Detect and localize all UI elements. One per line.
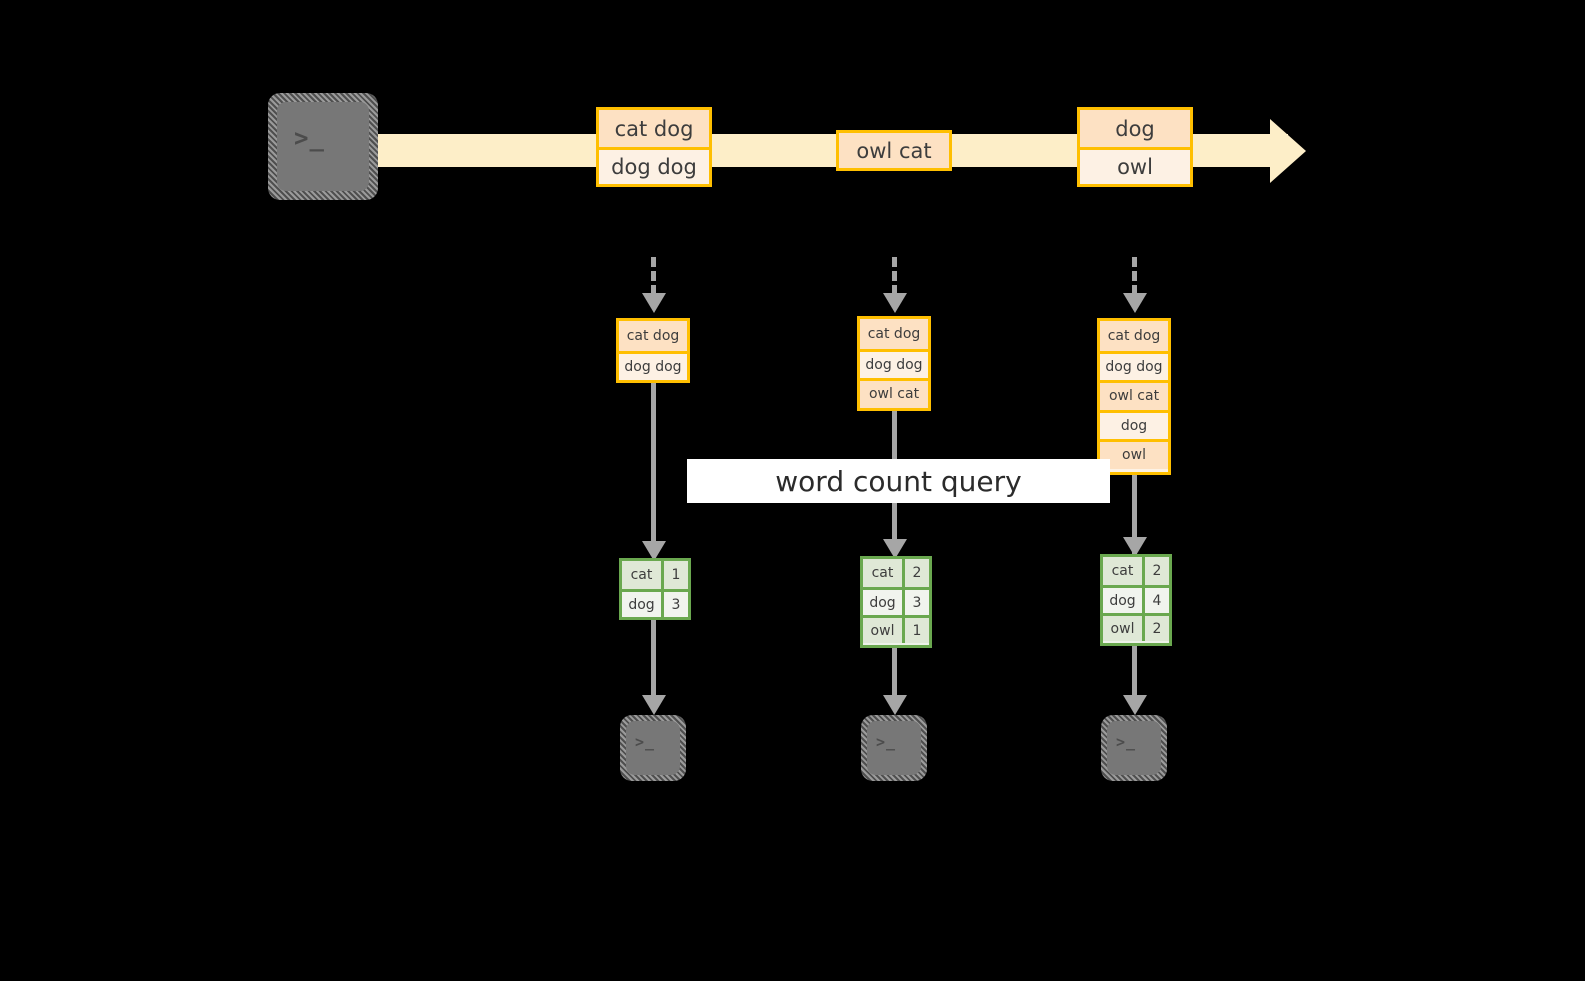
stream-tap-line-1 xyxy=(651,257,656,295)
snapshot-1-input-box[interactable]: cat dog dog dog xyxy=(616,318,690,383)
snapshot-3-query-arrowhead xyxy=(1122,537,1147,557)
result-word: owl xyxy=(1103,616,1145,641)
snapshot-input-row: cat dog xyxy=(860,319,928,349)
result-word: dog xyxy=(622,592,664,617)
table-row: owl 1 xyxy=(863,615,929,643)
stream-arrowhead xyxy=(1270,118,1306,183)
terminal-prompt-glyph: >_ xyxy=(1116,733,1137,751)
stream-tap-arrowhead-3 xyxy=(1122,293,1147,313)
stream-record: dog dog xyxy=(599,147,709,184)
table-row: cat 1 xyxy=(622,561,688,589)
stream-record-group-3[interactable]: dog owl xyxy=(1077,107,1193,187)
snapshot-input-row: owl cat xyxy=(1100,380,1168,410)
snapshot-2-result-table[interactable]: cat 2 dog 3 owl 1 xyxy=(860,556,932,648)
result-count: 2 xyxy=(1145,557,1169,585)
snapshot-input-row: owl cat xyxy=(860,378,928,408)
producer-terminal[interactable]: >_ xyxy=(268,93,378,200)
snapshot-input-row: cat dog xyxy=(1100,321,1168,351)
snapshot-2-query-arrowhead xyxy=(882,539,907,559)
snapshot-1-consumer-terminal[interactable]: >_ xyxy=(620,715,686,781)
stream-record: dog xyxy=(1080,110,1190,147)
terminal-screen xyxy=(867,721,921,775)
terminal-screen xyxy=(1107,721,1161,775)
result-word: cat xyxy=(1103,557,1145,585)
stream-tap-arrowhead-2 xyxy=(882,293,907,313)
terminal-prompt-glyph: >_ xyxy=(294,124,325,152)
stream-tap-arrowhead-1 xyxy=(641,293,666,313)
table-row: owl 2 xyxy=(1103,613,1169,641)
snapshot-3-input-box[interactable]: cat dog dog dog owl cat dog owl xyxy=(1097,318,1171,475)
stream-record-group-1[interactable]: cat dog dog dog xyxy=(596,107,712,187)
result-count: 3 xyxy=(664,592,688,617)
table-row: dog 3 xyxy=(863,587,929,615)
snapshot-1-query-arrowhead xyxy=(641,541,666,561)
result-word: dog xyxy=(863,590,905,615)
snapshot-input-row: dog dog xyxy=(860,348,928,378)
terminal-screen xyxy=(277,102,369,191)
stream-tap-line-3 xyxy=(1132,257,1137,295)
stream-record: cat dog xyxy=(599,110,709,147)
stream-record: owl xyxy=(1080,147,1190,184)
result-word: dog xyxy=(1103,588,1145,613)
snapshot-2-output-line xyxy=(892,648,897,698)
table-row: dog 4 xyxy=(1103,585,1169,613)
snapshot-3-result-table[interactable]: cat 2 dog 4 owl 2 xyxy=(1100,554,1172,646)
snapshot-input-row: dog xyxy=(1100,409,1168,439)
snapshot-input-row: cat dog xyxy=(619,321,687,351)
result-count: 3 xyxy=(905,590,929,615)
snapshot-input-row: dog dog xyxy=(1100,350,1168,380)
result-count: 2 xyxy=(905,559,929,587)
snapshot-1-result-table[interactable]: cat 1 dog 3 xyxy=(619,558,691,620)
stream-tap-line-2 xyxy=(892,257,897,295)
snapshot-1-query-line xyxy=(651,383,656,556)
snapshot-1-output-line xyxy=(651,620,656,698)
snapshot-input-row: dog dog xyxy=(619,350,687,380)
result-count: 1 xyxy=(664,561,688,589)
terminal-screen xyxy=(626,721,680,775)
snapshot-1-output-arrowhead xyxy=(641,695,666,715)
result-word: owl xyxy=(863,618,905,643)
query-label: word count query xyxy=(687,459,1110,503)
snapshot-3-output-arrowhead xyxy=(1122,695,1147,715)
snapshot-2-output-arrowhead xyxy=(882,695,907,715)
terminal-prompt-glyph: >_ xyxy=(635,733,656,751)
terminal-prompt-glyph: >_ xyxy=(876,733,897,751)
table-row: cat 2 xyxy=(863,559,929,587)
result-count: 1 xyxy=(905,618,929,643)
snapshot-3-consumer-terminal[interactable]: >_ xyxy=(1101,715,1167,781)
snapshot-input-row: owl xyxy=(1100,439,1168,469)
stream-record: owl cat xyxy=(839,133,949,168)
snapshot-3-query-line xyxy=(1132,475,1137,554)
result-word: cat xyxy=(622,561,664,589)
result-count: 4 xyxy=(1145,588,1169,613)
snapshot-3-output-line xyxy=(1132,646,1137,698)
snapshot-2-consumer-terminal[interactable]: >_ xyxy=(861,715,927,781)
result-word: cat xyxy=(863,559,905,587)
stream-record-group-2[interactable]: owl cat xyxy=(836,130,952,171)
table-row: cat 2 xyxy=(1103,557,1169,585)
table-row: dog 3 xyxy=(622,589,688,617)
result-count: 2 xyxy=(1145,616,1169,641)
snapshot-2-input-box[interactable]: cat dog dog dog owl cat xyxy=(857,316,931,411)
